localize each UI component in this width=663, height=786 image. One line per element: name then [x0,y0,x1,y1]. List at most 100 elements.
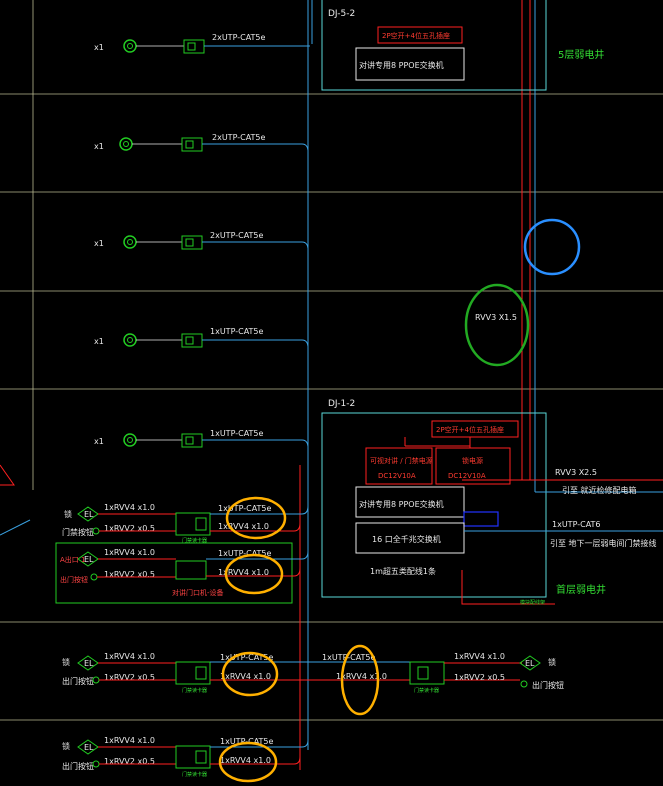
button-label: 出门按钮 [62,761,94,771]
button-cable: 1xRVV2 x0.5 [104,673,155,682]
highlight-ellipse [340,644,380,716]
reader-label: 门禁读卡器 [182,771,207,778]
outlet-icon [181,137,203,152]
rvv-cable: 1xRVV4 x1.0 [220,756,271,765]
power-cable: 1xRVV4 x1.0 [104,736,155,745]
button-cable: 1xRVV2 x0.5 [104,757,155,766]
el-label: EL [84,659,94,668]
reader-label: 门禁读卡器 [414,687,439,694]
cabinet-top-switch: 对讲专用8 PPOE交换机 [359,60,444,70]
lock-label: 锁 [548,657,556,667]
highlight-ellipses-yellow [218,496,380,783]
lock-label: 锁 [62,657,70,667]
highlight-ellipse [225,496,287,540]
outlet-icon [181,433,203,448]
row-count: x1 [94,43,104,52]
power-cable: 1xRVV4 x1.0 [454,652,505,661]
psu-b-spec: DC12V10A [448,472,486,480]
terminal-icon [123,39,137,53]
door-unit-2: EL A出口 1 出门按钮 1xRVV4 x1.0 1xRVV2 x0.5 对讲… [55,542,309,604]
rvv-cable: 1xRVV4 x1.0 [218,568,269,577]
row-cable: 1xUTP-CAT5e [210,429,264,438]
reader-label: 门禁读卡器 [182,537,207,544]
rvv-out-note: 引至 就近检修配电箱 [562,485,637,495]
door-unit-right: 门禁读卡器 1xRVV4 x1.0 1xRVV2 x0.5 EL 锁 出门按钮 [409,652,564,694]
el-label: EL [84,555,94,564]
cabinet-bottom-odf: 1m超五类配线1条 [370,566,436,576]
utp-out-label: 1xUTP-CAT6 [552,520,601,529]
button-cable: 1xRVV2 x0.5 [454,673,505,682]
door-unit-3: EL 锁 出门按钮 1xRVV4 x1.0 1xRVV2 x0.5 门禁读卡器 … [62,652,410,694]
terminal-icon [123,235,137,249]
utp-cable: 1xUTP-CAT5e [218,549,272,558]
terminal-icon [119,137,133,151]
row-cable: 2xUTP-CAT5e [212,133,266,142]
row-count: x1 [94,337,104,346]
button-cable: 1xRVV2 x0.5 [104,570,155,579]
highlight-ellipse [221,651,279,697]
power-cable: 1xRVV4 x1.0 [104,652,155,661]
outlet-icon [183,39,205,54]
row-1: x1 2xUTP-CAT5e [94,33,310,54]
middle-rvv-cable: 1xRVV4 x1.0 [336,672,387,681]
button-label: 出门按钮 [60,575,88,584]
door-unit-4: EL 锁 出门按钮 1xRVV4 x1.0 1xRVV2 x0.5 门禁读卡器 … [62,736,309,778]
lock-label: 锁 [62,741,70,751]
controller-icon [175,661,211,685]
outlet-icon [181,333,203,348]
outlet-icon [181,235,203,250]
cabinet-top-breaker: 2P空开+4位五孔插座 [382,31,450,40]
outgoing-lines [462,479,663,532]
highlight-circle-blue [523,218,581,276]
cabinet-bottom-tag: 模块配线架 [520,599,545,606]
rvv-riser-label: RVV3 X1.5 [475,313,517,322]
power-cable: 1xRVV4 x1.0 [104,548,155,557]
cabinet-bottom-breaker: 2P空开+4位五孔插座 [436,425,504,434]
utp-cable: 1xUTP-CAT5e [218,504,272,513]
power-cable: 1xRVV4 x1.0 [104,503,155,512]
middle-utp-cable: 1xUTP-CAT5e [322,653,376,662]
cabinet-bottom-switch16: 16 口全千兆交换机 [372,534,441,544]
terminal-icon [123,333,137,347]
highlight-ellipse [218,741,278,783]
controller-icon [175,560,207,580]
riser-lines [299,0,536,770]
door-unit-1: EL 锁 门禁按钮 1xRVV4 x1.0 1xRVV2 x0.5 门禁读卡器 … [62,503,309,544]
cabinet-top-id: DJ-5-2 [328,9,355,19]
psu-a-label: 可视对讲 / 门禁电源 [370,456,433,465]
row-3: x1 2xUTP-CAT5e [94,231,309,251]
psu-a-spec: DC12V10A [378,472,416,480]
controller-icon [175,745,211,769]
cabinet-dj-1-2: DJ-1-2 2P空开+4位五孔插座 可视对讲 / 门禁电源 DC12V10A … [321,399,606,606]
controller-label: 对讲门口机-设备 [172,588,224,597]
rvv-cable: 1xRVV4 x1.0 [218,522,269,531]
cabinet-bottom-id: DJ-1-2 [328,399,355,409]
cabinet-dj-5-2: DJ-5-2 2P空开+4位五孔插座 对讲专用8 PPOE交换机 5层弱电井 [321,0,604,91]
row-count: x1 [94,239,104,248]
el-label: EL [525,659,535,668]
terminal-icon [123,433,137,447]
row-count: x1 [94,142,104,151]
row-cable: 1xUTP-CAT5e [210,327,264,336]
row-cable: 2xUTP-CAT5e [212,33,266,42]
row-count: x1 [94,437,104,446]
el-label: EL [84,743,94,752]
reader-label: 门禁读卡器 [182,687,207,694]
psu-b-label: 锁电源 [462,456,483,465]
utp-cable: 1xUTP-CAT5e [220,653,274,662]
el-label: EL [84,510,94,519]
utp-out-note: 引至 地下一层弱电间门禁接线 [550,538,657,548]
highlight-circle-green [464,283,530,367]
controller-icon [175,512,211,536]
floor-gridlines [0,0,663,721]
cabinet-top-floor: 5层弱电井 [558,48,604,61]
button-label: 出门按钮 [532,680,564,690]
row-4: x1 1xUTP-CAT5e [94,327,309,349]
row-5: x1 1xUTP-CAT5e [94,429,309,449]
rvv-cable: 1xRVV4 x1.0 [220,672,271,681]
cabinet-bottom-switch: 对讲专用8 PPOE交换机 [359,499,444,509]
highlight-ellipse [224,553,284,595]
utp-cable: 1xUTP-CAT5e [220,737,274,746]
button-label: 出门按钮 [62,676,94,686]
